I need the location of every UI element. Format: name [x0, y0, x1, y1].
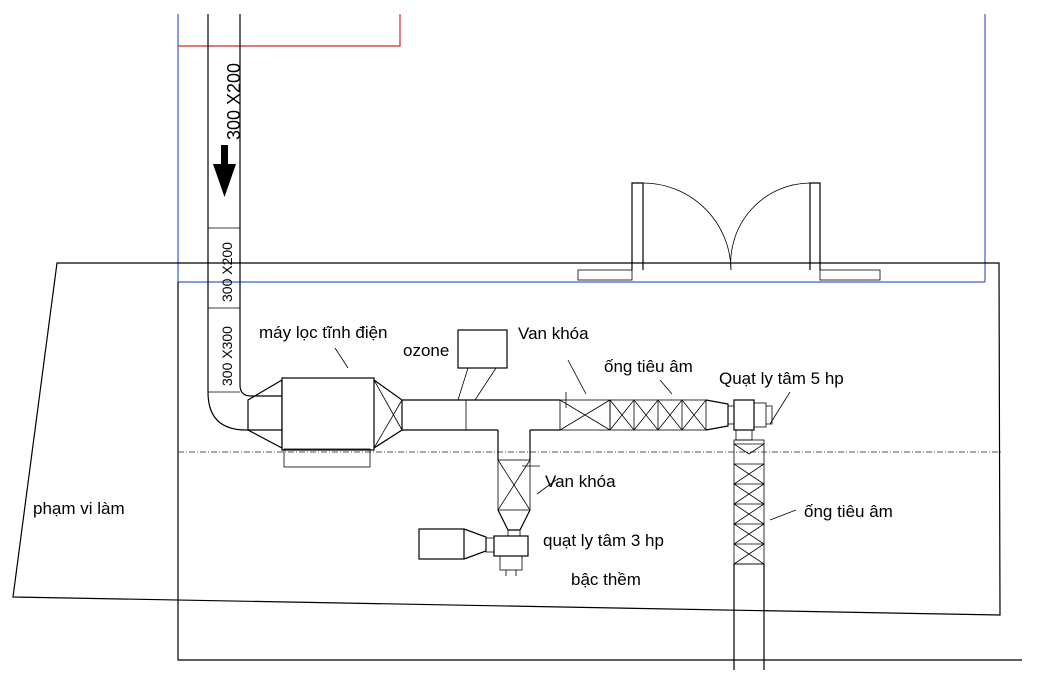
- lock-valve-main: [559, 392, 611, 431]
- duct-size-label-small-1: 300 X200: [219, 242, 235, 302]
- leader-electrostatic-filter: [334, 347, 349, 369]
- branch-duct: [497, 430, 540, 539]
- label-fan-3hp: quạt ly tâm 3 hp: [543, 531, 664, 550]
- duct-size-label-small-2: 300 X300: [219, 326, 235, 386]
- label-silencer-main: ống tiêu âm: [604, 357, 693, 376]
- label-step: bậc thềm: [571, 570, 641, 589]
- label-lock-valve-branch: Van khóa: [545, 472, 616, 491]
- vertical-main-duct: [207, 14, 282, 431]
- silencer-vertical: [733, 439, 797, 670]
- electrostatic-filter-unit: [247, 377, 403, 468]
- label-ozone: ozone: [403, 341, 449, 360]
- red-boundary-line: [178, 14, 401, 47]
- label-silencer-vertical: ống tiêu âm: [804, 502, 893, 521]
- duct-size-label-main: 300 X200: [224, 63, 244, 140]
- building-wall-outline: [177, 14, 986, 283]
- airflow-direction-arrow: [213, 145, 236, 197]
- label-lock-valve-main: Van khóa: [518, 324, 589, 343]
- lock-valve-branch-leader: [536, 479, 557, 495]
- label-fan-5hp: Quạt ly tâm 5 hp: [719, 369, 844, 388]
- double-door: [577, 182, 881, 281]
- ozone-generator: [457, 329, 508, 401]
- floor-outline: [177, 282, 1022, 661]
- work-scope-outline: [12, 262, 1001, 616]
- silencer-main: [609, 399, 729, 431]
- centrifugal-fan-3hp: [418, 528, 529, 576]
- label-work-scope: phạm vi làm: [33, 499, 125, 518]
- centrifugal-fan-5hp: [727, 391, 791, 441]
- main-horizontal-duct: [402, 399, 560, 431]
- leader-lock-valve-main: [567, 359, 587, 395]
- label-electrostatic-filter: máy lọc tĩnh điện: [259, 323, 388, 342]
- leader-silencer-main: [659, 379, 673, 395]
